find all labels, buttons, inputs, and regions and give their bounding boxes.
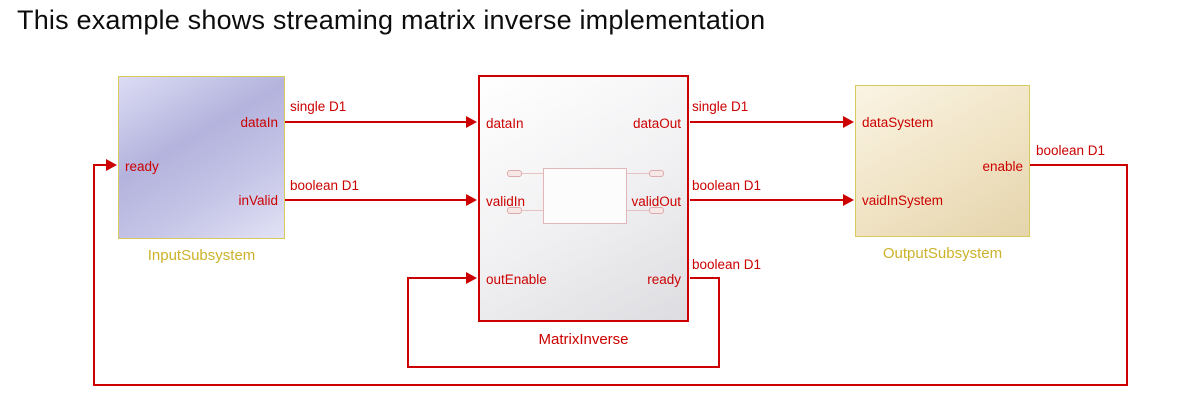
input-subsystem-label: InputSubsystem (147, 247, 256, 264)
signal-label-input-data: single D1 (290, 99, 347, 114)
signal-label-output-data: single D1 (692, 99, 749, 114)
wire-enable-feedback (93, 384, 1128, 386)
wire-ready-feedback (407, 277, 409, 368)
wire-enable-feedback (1030, 164, 1128, 166)
arrowhead-icon (466, 194, 477, 206)
wire-enable-feedback (93, 164, 106, 166)
glyph-port-stub-icon (507, 170, 522, 177)
wire-ready-feedback (407, 277, 466, 279)
arrowhead-icon (843, 116, 854, 128)
arrowhead-icon (466, 272, 477, 284)
wire-output-valid (690, 199, 843, 201)
wire-ready-feedback (407, 366, 720, 368)
signal-label-input-valid: boolean D1 (290, 178, 360, 193)
glyph-connector (627, 173, 649, 174)
glyph-connector (522, 210, 543, 211)
wire-enable-feedback (1126, 164, 1128, 386)
port-label-matrix-validin: validIn (486, 194, 526, 209)
port-label-output-vaidinsystem: vaidInSystem (862, 193, 944, 208)
port-label-input-datain: dataIn (240, 115, 278, 130)
wire-enable-feedback (93, 164, 95, 386)
signal-label-output-valid: boolean D1 (692, 178, 762, 193)
glyph-connector (627, 210, 649, 211)
matrix-inverse-label: MatrixInverse (538, 331, 629, 348)
subsystem-glyph-icon (543, 168, 627, 224)
output-subsystem-block[interactable]: dataSystem vaidInSystem enable (855, 85, 1030, 237)
port-label-input-invalid: inValid (238, 193, 278, 208)
port-label-matrix-validout: validOut (631, 194, 681, 209)
port-label-matrix-dataout: dataOut (632, 116, 681, 131)
arrowhead-icon (843, 194, 854, 206)
arrowhead-icon (466, 116, 477, 128)
signal-label-ready-feedback: boolean D1 (692, 257, 762, 272)
signal-label-enable-feedback: boolean D1 (1036, 143, 1106, 158)
wire-input-data (285, 121, 466, 123)
page-title: This example shows streaming matrix inve… (17, 5, 766, 35)
port-label-matrix-ready: ready (647, 272, 681, 287)
arrowhead-icon (106, 159, 117, 171)
port-label-input-ready: ready (125, 159, 159, 174)
port-label-matrix-datain: dataIn (486, 116, 524, 131)
glyph-port-stub-icon (507, 207, 522, 214)
wire-ready-feedback (718, 277, 720, 368)
wire-output-data (690, 121, 843, 123)
wire-ready-feedback (690, 277, 720, 279)
port-label-output-enable: enable (982, 159, 1023, 174)
input-subsystem-block[interactable]: ready dataIn inValid (118, 76, 285, 239)
wire-input-valid (285, 199, 466, 201)
glyph-port-stub-icon (649, 207, 664, 214)
output-subsystem-label: OutputSubsystem (882, 245, 1003, 262)
port-label-matrix-outenable: outEnable (486, 272, 547, 287)
glyph-connector (522, 173, 543, 174)
port-label-output-datasystem: dataSystem (862, 115, 934, 130)
glyph-port-stub-icon (649, 170, 664, 177)
matrix-inverse-block[interactable]: dataIn validIn outEnable dataOut validOu… (478, 75, 689, 322)
